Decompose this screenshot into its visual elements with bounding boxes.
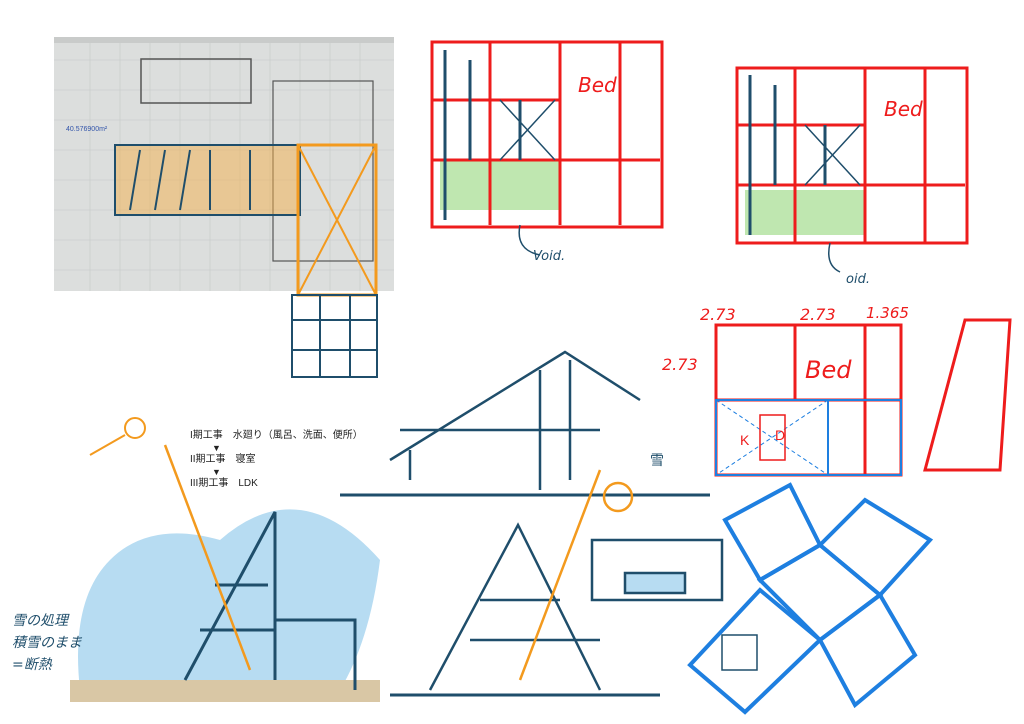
section-sketch-left <box>70 417 380 702</box>
area-readout: 40.576900m² <box>66 126 108 133</box>
note-line-2: 積雪のまま <box>12 635 82 651</box>
floor-plan-2 <box>735 66 969 273</box>
arrow-down-icon: ▼ <box>212 467 221 477</box>
cross-plan <box>687 482 934 715</box>
dim-d: 2.73 <box>662 355 698 374</box>
dim-c: 1.365 <box>866 304 909 322</box>
kitchen-label: K <box>740 432 750 448</box>
construction-phase-notes: I期工事 水廻り（風呂、洗面、便所） ▼ II期工事 寝室 ▼ III期工事 L… <box>190 430 363 490</box>
dim-a: 2.73 <box>700 305 736 324</box>
bed-label-3: Bed <box>805 356 852 384</box>
dining-label: D <box>775 427 785 443</box>
snow-handling-note: 雪の処理 積雪のまま =断熱 <box>12 610 82 676</box>
floor-plan-dimensioned <box>714 318 1012 477</box>
arrow-down-icon: ▼ <box>212 443 221 453</box>
snow-mark: 雪 <box>650 452 664 468</box>
section-sketch-middle <box>340 350 724 697</box>
phase-3: III期工事 LDK <box>190 478 258 489</box>
phase-1: I期工事 水廻り（風呂、洗面、便所） <box>190 430 363 441</box>
bed-label-1: Bed <box>578 73 617 97</box>
dim-b: 2.73 <box>800 305 836 324</box>
void-label-2: oid. <box>846 272 870 287</box>
phase-2: II期工事 寝室 <box>190 454 256 465</box>
screen-photo <box>54 37 394 378</box>
floor-plan-1 <box>430 40 664 256</box>
note-line-3: =断熱 <box>12 657 52 673</box>
void-label-1: Void. <box>533 249 565 264</box>
note-line-1: 雪の処理 <box>12 613 68 629</box>
bed-label-2: Bed <box>884 97 923 121</box>
